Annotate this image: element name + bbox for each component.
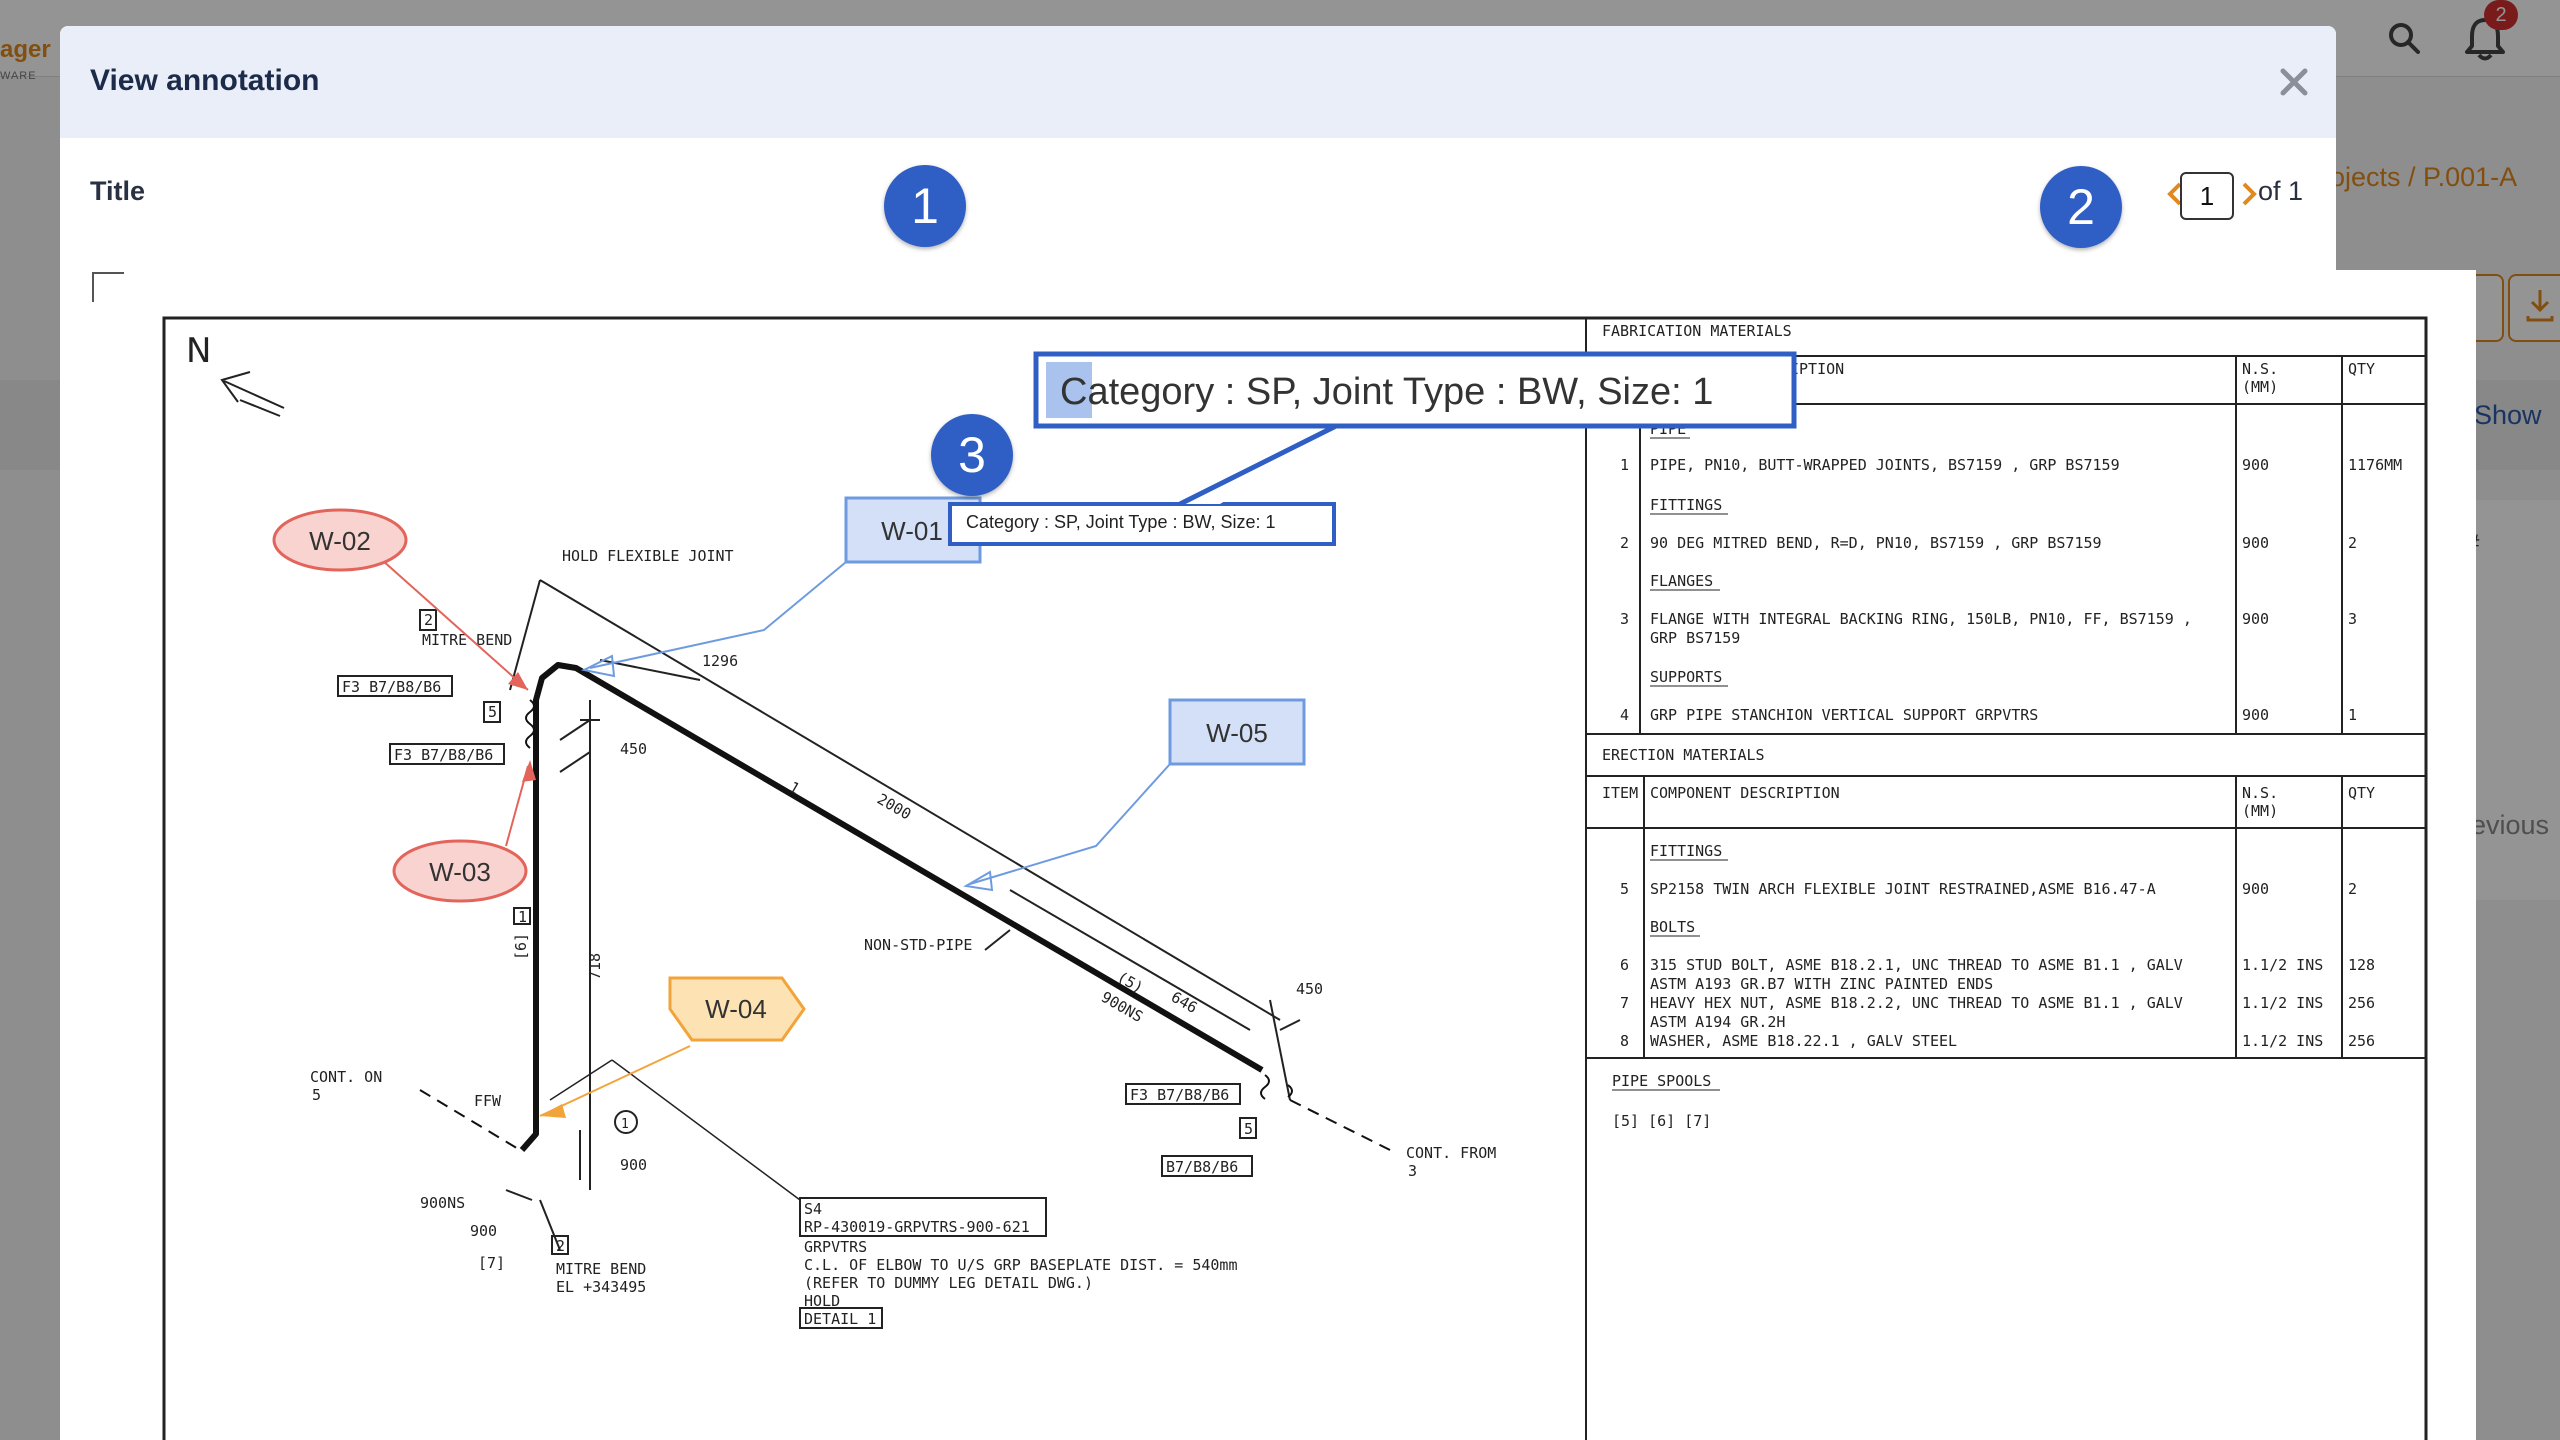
notification-badge: 2 (2484, 0, 2518, 30)
breadcrumb[interactable]: ojects / P.001-A (2330, 162, 2518, 192)
search-icon[interactable] (2386, 20, 2422, 56)
previous-button[interactable]: revious (2462, 810, 2550, 840)
close-button[interactable] (2266, 54, 2322, 110)
crop-corner-mark (92, 272, 124, 302)
close-icon (2280, 68, 2308, 96)
title-field-label: Title (90, 176, 146, 206)
page-number-input[interactable] (2180, 172, 2234, 220)
modal-header: View annotation (60, 26, 2336, 138)
chevron-left-icon (2167, 182, 2182, 206)
next-page-button[interactable] (2236, 176, 2260, 212)
previous-page-button[interactable] (2164, 176, 2188, 212)
callout-3: 3 (931, 414, 1013, 496)
show-link[interactable]: Show (2474, 400, 2542, 430)
modal-title: View annotation (90, 64, 320, 97)
drawing-paper (160, 270, 2476, 1440)
callout-1: 1 (884, 165, 966, 247)
page-total: of 1 (2258, 176, 2304, 206)
app-logo: ager (0, 36, 51, 63)
callout-2: 2 (2040, 166, 2122, 248)
app-logo-subtitle: WARE (0, 70, 37, 82)
chevron-right-icon (2242, 182, 2257, 206)
download-button[interactable] (2508, 274, 2560, 342)
